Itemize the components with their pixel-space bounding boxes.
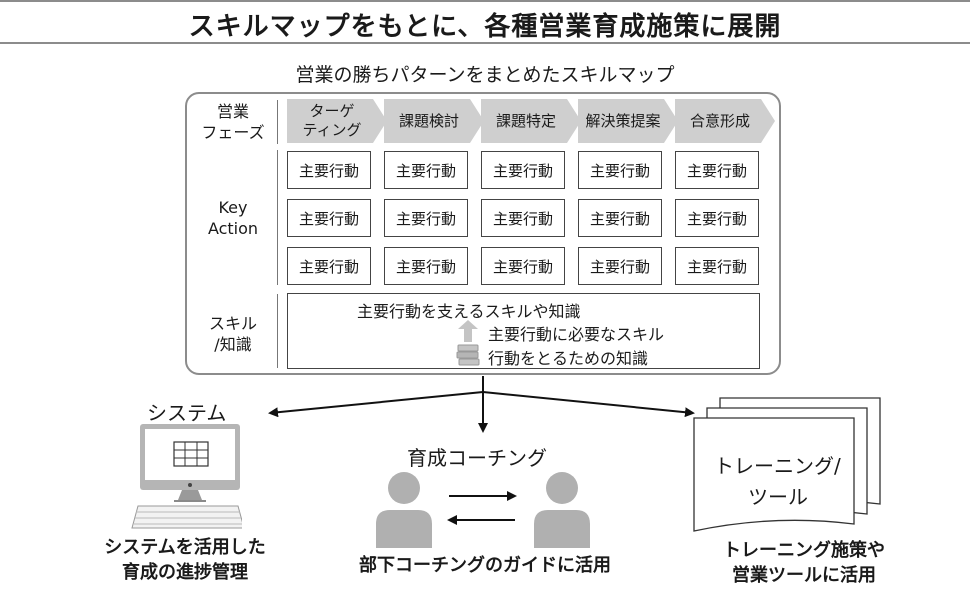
- arrow-to-training: [482, 391, 695, 418]
- row-label-phase-line2: フェーズ: [201, 123, 265, 142]
- key-action-cell: 主要行動: [578, 151, 662, 189]
- row-label-key-action-line2: Action: [207, 219, 259, 238]
- training-doc-line2: ツール: [748, 485, 808, 509]
- phase-chevron-2: 課題検討: [384, 99, 484, 143]
- phase-label-line1: 課題特定: [495, 111, 556, 130]
- row-label-skill-line1: スキル: [208, 314, 257, 333]
- arrow-up-icon: [458, 320, 478, 342]
- training-caption: トレーニング施策や 営業ツールに活用: [694, 538, 914, 588]
- key-action-cell: 主要行動: [287, 247, 371, 285]
- phase-label: 合意形成: [690, 112, 750, 131]
- coaching-label: 育成コーチング: [407, 446, 547, 470]
- row-label-phase: 営業 フェーズ: [188, 101, 278, 143]
- page-title: スキルマップをもとに、各種営業育成施策に展開: [188, 12, 782, 42]
- row-label-key-action: Key Action: [188, 197, 278, 239]
- top-rule: [0, 0, 970, 2]
- phase-chevron-1: ターゲティング: [287, 99, 387, 143]
- skills-item-skill: 主要行動に必要なスキル: [488, 325, 665, 344]
- key-action-cell: 主要行動: [384, 199, 468, 237]
- action-separator: [277, 150, 278, 285]
- training-caption-line2: 営業ツールに活用: [732, 565, 876, 586]
- title-rule: [0, 42, 970, 44]
- person-right-icon: [534, 472, 590, 548]
- key-action-cell: 主要行動: [287, 151, 371, 189]
- phase-label-line1: ターゲ: [309, 102, 355, 120]
- documents-icon: [693, 397, 881, 532]
- system-caption-line2: 育成の進捗管理: [122, 562, 248, 583]
- key-action-cell: 主要行動: [675, 247, 759, 285]
- phase-label: ターゲティング: [302, 102, 361, 140]
- system-caption: システムを活用した 育成の進捗管理: [80, 535, 290, 585]
- computer-icon: [131, 424, 242, 529]
- books-icon: [456, 344, 480, 366]
- phase-label: 課題特定: [496, 112, 556, 131]
- key-action-cell: 主要行動: [384, 247, 468, 285]
- key-action-cell: 主要行動: [481, 199, 565, 237]
- skill-map-frame: [185, 92, 781, 375]
- row-label-phase-line1: 営業: [216, 102, 249, 121]
- arrow-to-system: [268, 391, 484, 418]
- phase-chevron-5: 合意形成: [675, 99, 775, 143]
- skills-heading: 主要行動を支えるスキルや知識: [357, 302, 581, 321]
- key-action-cell: 主要行動: [287, 199, 371, 237]
- key-action-cell: 主要行動: [675, 151, 759, 189]
- system-label: システム: [147, 401, 227, 425]
- training-doc-line1: トレーニング/: [714, 454, 841, 478]
- system-caption-line1: システムを活用した: [104, 537, 266, 558]
- skills-box: [287, 293, 760, 369]
- key-action-cell: 主要行動: [578, 247, 662, 285]
- phase-chevron-3: 課題特定: [481, 99, 581, 143]
- phase-label-line2: ティング: [302, 121, 362, 139]
- training-caption-line1: トレーニング施策や: [723, 540, 885, 561]
- phase-label: 解決策提案: [585, 112, 660, 131]
- phase-label-line1: 合意形成: [689, 111, 750, 130]
- skill-map-title: 営業の勝ちパターンをまとめたスキルマップ: [295, 64, 675, 86]
- row-label-key-action-line1: Key: [218, 198, 248, 217]
- phase-label: 課題検討: [399, 112, 459, 131]
- person-left-icon: [376, 472, 432, 548]
- coaching-diagram: [376, 472, 590, 548]
- key-action-cell: 主要行動: [384, 151, 468, 189]
- phase-label-line1: 解決策提案: [585, 111, 661, 130]
- phase-separator: [277, 100, 278, 144]
- row-label-skill: スキル /知識: [188, 313, 278, 355]
- coaching-caption: 部下コーチングのガイドに活用: [359, 555, 611, 576]
- skill-separator: [277, 294, 278, 368]
- key-action-cell: 主要行動: [578, 199, 662, 237]
- key-action-cell: 主要行動: [481, 247, 565, 285]
- key-action-cell: 主要行動: [481, 151, 565, 189]
- skills-item-knowledge: 行動をとるための知識: [488, 349, 649, 368]
- row-label-skill-line2: /知識: [214, 335, 252, 354]
- phase-chevron-4: 解決策提案: [578, 99, 678, 143]
- key-action-cell: 主要行動: [675, 199, 759, 237]
- phase-label-line1: 課題検討: [398, 111, 459, 130]
